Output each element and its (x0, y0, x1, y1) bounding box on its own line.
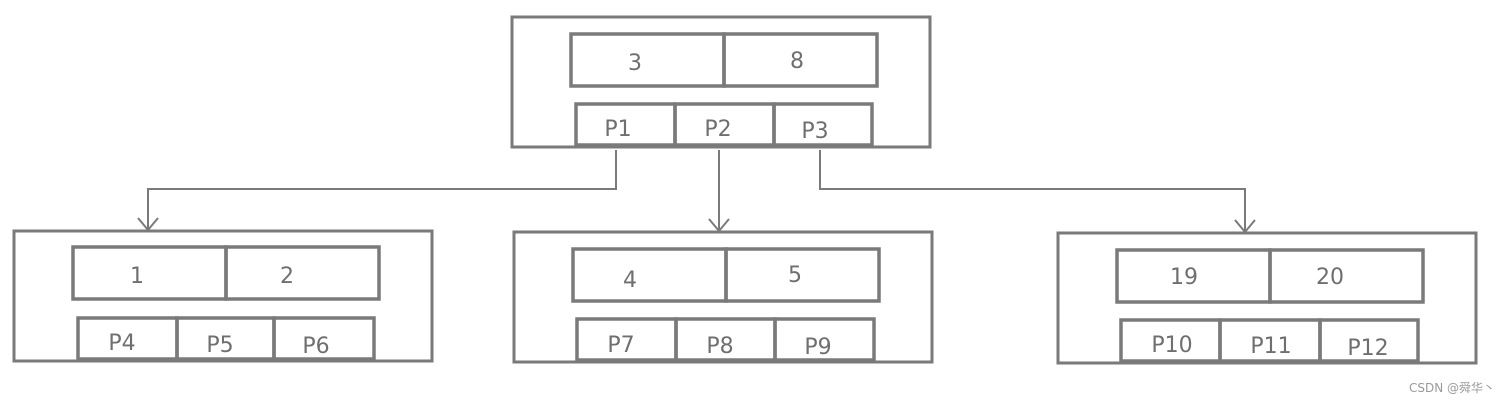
root-key-cell-2 (722, 32, 879, 88)
child-middle-ptr-2: P8 (706, 334, 733, 359)
edges (137, 150, 1256, 234)
edge-p1-to-left-child (147, 150, 617, 229)
child-left-ptr-cell-3 (272, 316, 376, 361)
child-left-ptr-1: P4 (108, 331, 135, 356)
root-node: 3 8 P1 P2 P3 (510, 15, 932, 149)
root-ptr-cell-3 (772, 102, 874, 147)
child-right-ptr-2: P11 (1250, 334, 1291, 359)
child-node-middle: 4 5 P7 P8 P9 (512, 230, 934, 364)
child-middle-ptr-3: P9 (804, 335, 831, 360)
child-right-key-cell-2 (1268, 248, 1425, 304)
child-left-ptr-2: P5 (206, 333, 233, 358)
root-key-2: 8 (790, 49, 804, 74)
child-left-ptr-3: P6 (302, 334, 329, 359)
child-right-key-1: 19 (1170, 265, 1198, 290)
child-middle-box (512, 230, 934, 364)
child-middle-ptr-cell-3 (773, 317, 876, 362)
root-node-box (510, 15, 932, 149)
child-right-ptr-1: P10 (1151, 333, 1192, 358)
child-middle-key-cell-2 (724, 247, 881, 303)
child-left-key-1: 1 (130, 264, 144, 289)
root-ptr-3: P3 (801, 119, 828, 144)
root-key-1: 3 (628, 51, 642, 76)
child-right-key-2: 20 (1316, 265, 1344, 290)
child-right-ptr-3: P12 (1347, 336, 1388, 361)
child-middle-key-1: 4 (623, 268, 637, 293)
child-right-box (1056, 231, 1478, 365)
child-left-key-cell-2 (224, 245, 381, 301)
root-key-cell-1 (569, 32, 726, 88)
root-ptr-2: P2 (704, 117, 731, 142)
csdn-watermark: CSDN @舜华丶 (1408, 381, 1495, 395)
child-left-key-2: 2 (280, 264, 294, 289)
child-middle-ptr-1: P7 (607, 333, 634, 358)
child-node-right: 19 20 P10 P11 P12 (1056, 231, 1478, 365)
child-left-key-cell-1 (71, 245, 228, 301)
edge-p3-to-right-child (819, 150, 1246, 231)
child-middle-key-2: 5 (788, 263, 802, 288)
root-ptr-1: P1 (604, 117, 631, 142)
child-middle-key-cell-1 (571, 247, 728, 303)
child-right-ptr-cell-3 (1318, 318, 1420, 363)
child-left-box (12, 229, 434, 363)
child-node-left: 1 2 P4 P5 P6 (12, 229, 434, 363)
